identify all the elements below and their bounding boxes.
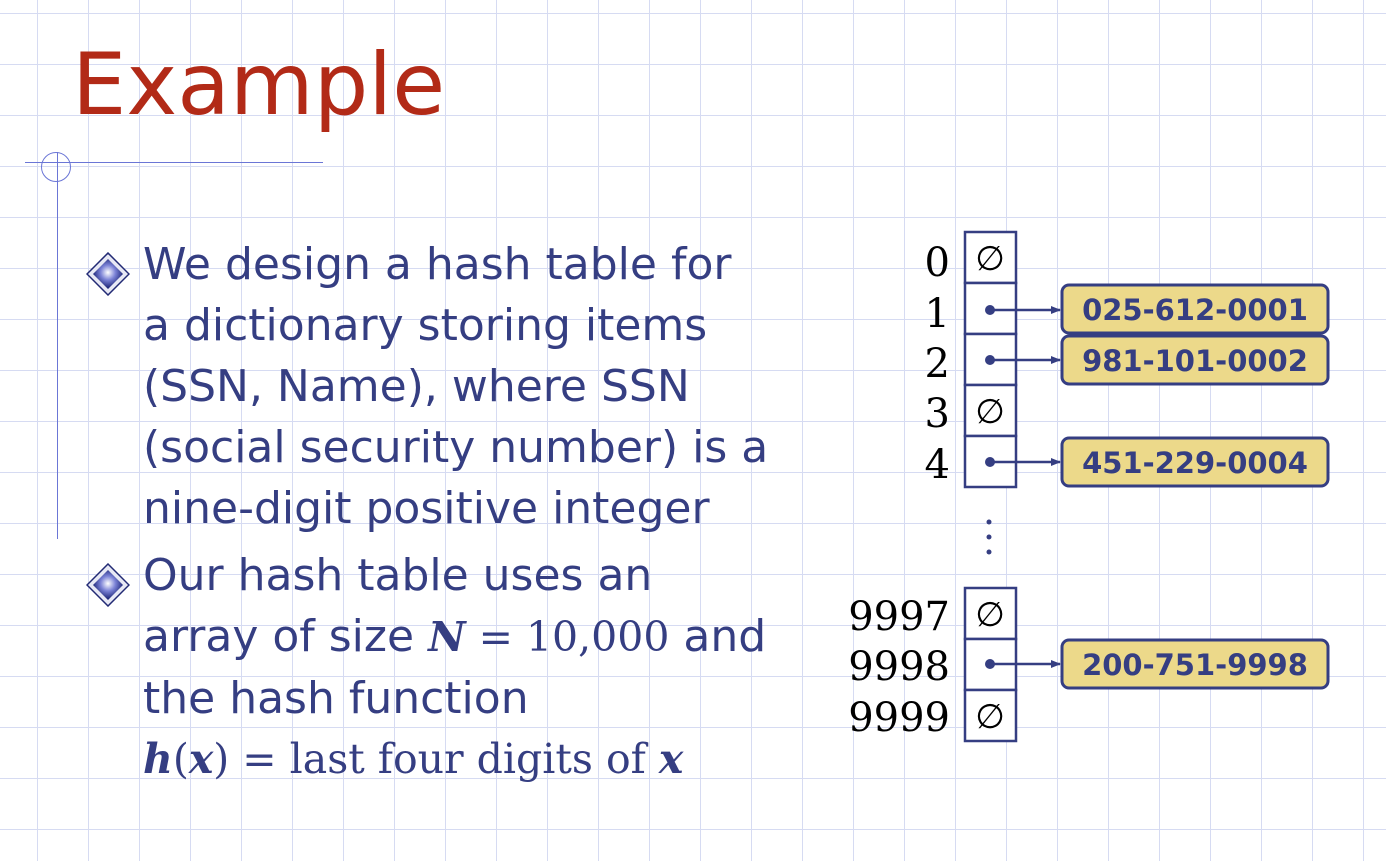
size-value: = 10,000 [465, 613, 670, 661]
row-9999-index: 9999 [848, 695, 950, 741]
var-n: N [428, 613, 466, 661]
vertical-ellipsis [986, 519, 992, 555]
row-9998-key: 200-751-9998 [1082, 648, 1308, 682]
row-0-cell [963, 230, 1018, 285]
row-2-index: 2 [925, 341, 950, 387]
bullet-1-line-1: We design a hash table for [143, 239, 732, 290]
bullet-1-line-5: nine-digit positive integer [143, 483, 710, 534]
row-9999-cell [963, 688, 1018, 743]
bullet-item-1: We design a hash table for a dictionary … [86, 234, 826, 539]
row-9999-empty-slot-icon: ∅ [975, 697, 1005, 737]
row-4-key: 451-229-0004 [1082, 446, 1308, 480]
row-0-index: 0 [925, 240, 950, 286]
bullet-2-line-3: the hash function [143, 673, 529, 724]
row-9997-index: 9997 [848, 594, 950, 640]
bullet-1-line-2: a dictionary storing items [143, 300, 708, 351]
row-4-index: 4 [925, 442, 950, 488]
row-1-key: 025-612-0001 [1082, 293, 1308, 327]
paren-open: ( [172, 735, 189, 783]
title-underline [25, 162, 323, 163]
bullet-2-line-1: Our hash table uses an [143, 550, 653, 601]
row-0-empty-slot-icon: ∅ [975, 239, 1005, 279]
line-2-suffix: and [669, 611, 767, 662]
row-9998-key-box: 200-751-9998 [1060, 638, 1330, 690]
row-3-empty-slot-icon: ∅ [975, 392, 1005, 432]
slide-title: Example [72, 35, 446, 135]
bullet-item-2: Our hash table uses an array of size N =… [86, 545, 826, 790]
diamond-bullet-icon [86, 252, 130, 296]
bullet-list: We design a hash table for a dictionary … [86, 234, 826, 790]
row-9998-index: 9998 [848, 644, 950, 690]
hash-function-formula: h(x) = last four digits of x [143, 729, 826, 790]
bullet-1-line-4: (social security number) is a [143, 422, 769, 473]
line-2-prefix: array of size [143, 611, 429, 662]
row-3-index: 3 [925, 391, 950, 437]
row-2-key-box: 981-101-0002 [1060, 334, 1330, 386]
row-1-key-box: 025-612-0001 [1060, 283, 1330, 335]
diamond-bullet-icon [86, 563, 130, 607]
row-9997-empty-slot-icon: ∅ [975, 595, 1005, 635]
row-4-key-box: 451-229-0004 [1060, 436, 1330, 488]
left-margin-rule [57, 152, 58, 539]
row-1-index: 1 [925, 291, 950, 337]
bullet-2-line-2: array of size N = 10,000 and [143, 606, 826, 668]
var-x: x [188, 735, 214, 783]
decorative-circle [41, 152, 71, 182]
row-2-key: 981-101-0002 [1082, 344, 1308, 378]
func-h: h [143, 735, 173, 783]
formula-text: ) = last four digits of [213, 735, 659, 783]
var-x-end: x [658, 735, 684, 783]
bullet-1-line-3: (SSN, Name), where SSN [143, 361, 690, 412]
